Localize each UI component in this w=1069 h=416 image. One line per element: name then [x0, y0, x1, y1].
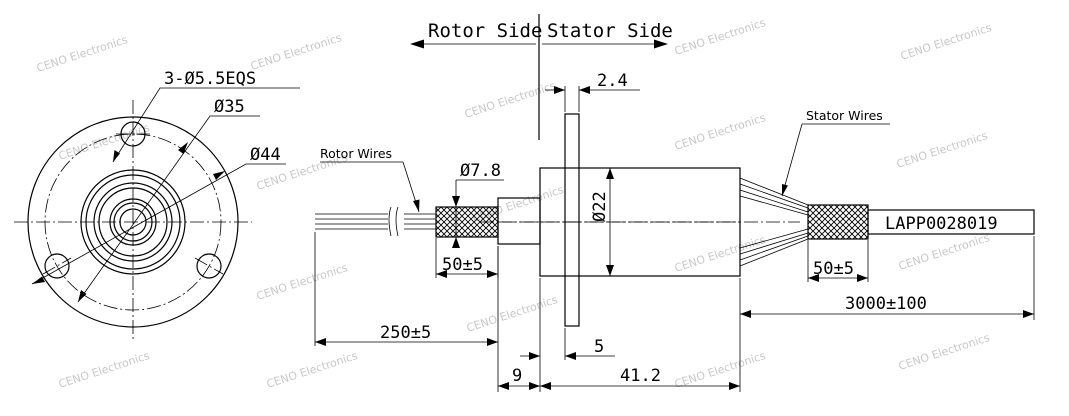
dim-stator-sleeve: 50±5	[813, 259, 854, 279]
dim-stator-lead: 3000±100	[845, 294, 927, 314]
stator-wires-label: Stator Wires	[806, 108, 883, 123]
holes-leader	[112, 87, 300, 163]
dia35-leader	[77, 115, 260, 303]
stator-cable	[867, 209, 1035, 235]
watermark: CENO Electronics	[673, 111, 768, 153]
rotor-sleeve	[435, 206, 499, 238]
watermark: CENO Electronics	[465, 293, 560, 335]
stator-side-label: Stator Side	[547, 20, 673, 42]
watermark: CENO Electronics	[255, 261, 350, 303]
watermark: CENO Electronics	[57, 349, 152, 391]
watermark: CENO Electronics	[249, 31, 344, 73]
watermark: CENO Electronics	[673, 16, 768, 58]
dim-flange-thickness: 2.4	[597, 71, 628, 91]
mounting-flange	[564, 113, 580, 327]
dia44-leader	[31, 163, 286, 285]
dia35-label: Ø35	[214, 97, 245, 117]
watermark: CENO Electronics	[897, 231, 992, 273]
watermark: CENO Electronics	[57, 121, 152, 163]
part-number: LAPP0028019	[885, 214, 998, 234]
front-view: 3-Ø5.5EQS Ø35 Ø44	[14, 69, 300, 340]
dim-rotor-lead: 250±5	[380, 323, 431, 343]
watermark: CENO Electronics	[899, 21, 994, 63]
watermark: CENO Electronics	[895, 129, 990, 171]
mount-hole-left	[44, 253, 70, 279]
dim-rotor-sleeve: 50±5	[442, 255, 483, 275]
rotor-side-label: Rotor Side	[428, 20, 542, 42]
rotor-wires	[315, 206, 436, 237]
watermark: CENO Electronics	[673, 349, 768, 391]
mount-hole-right	[196, 253, 222, 279]
rotor-wires-label: Rotor Wires	[320, 146, 392, 161]
dim-body-dia: Ø22	[590, 191, 610, 222]
stator-sleeve	[807, 204, 869, 240]
dim-shaft-dia: Ø7.8	[460, 161, 501, 181]
side-view: LAPP0028019 Rotor Wires Stator Wires 2.4…	[314, 71, 1035, 392]
watermark: CENO Electronics	[673, 233, 768, 275]
watermark: CENO Electronics	[463, 79, 558, 121]
watermark: CENO Electronics	[265, 349, 360, 391]
dim-flange-offset: 5	[594, 337, 604, 357]
dim-body-length: 41.2	[620, 366, 661, 386]
side-labels: Rotor Side Stator Side	[410, 14, 673, 140]
holes-callout: 3-Ø5.5EQS	[164, 69, 256, 89]
watermark: CENO Electronics	[897, 331, 992, 373]
dia44-label: Ø44	[250, 145, 281, 165]
stator-wires	[739, 177, 809, 267]
watermark: CENO Electronics	[35, 33, 130, 75]
dim-shaft-length: 9	[512, 366, 522, 386]
stator-wires-leader	[781, 123, 803, 197]
